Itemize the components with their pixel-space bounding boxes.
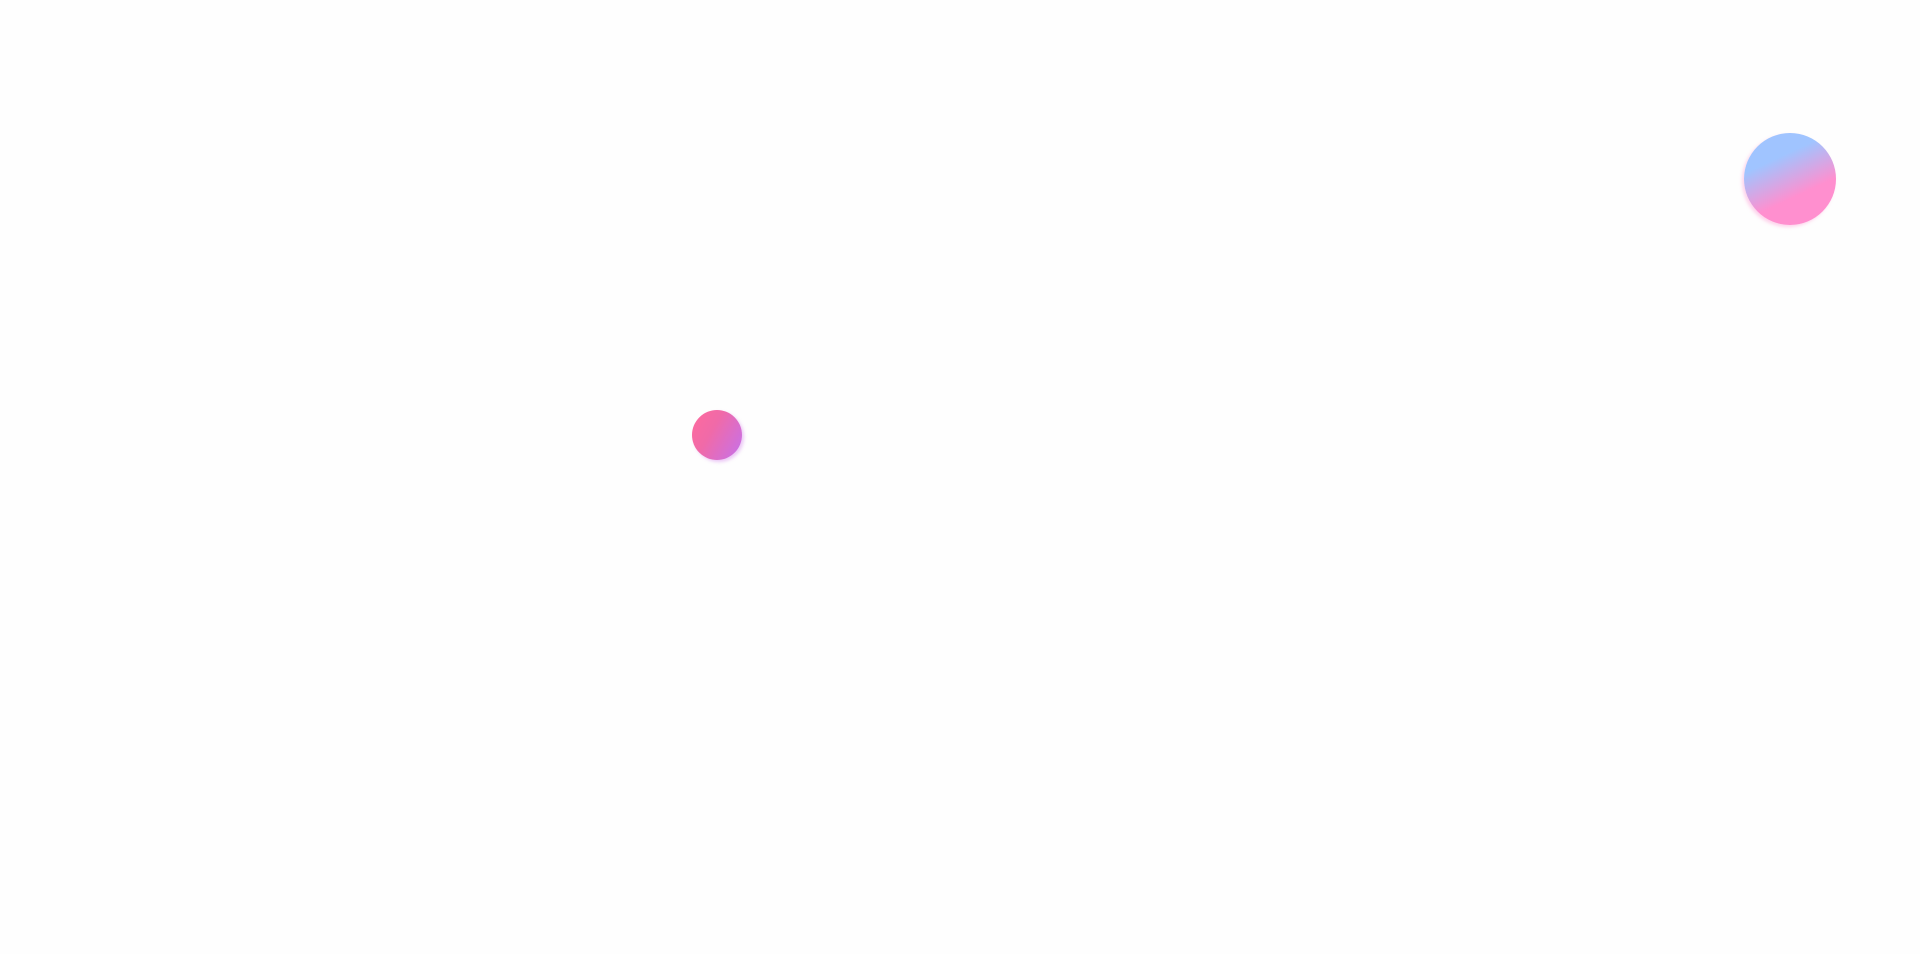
gradient-orb-small — [692, 410, 742, 460]
gradient-orb-large — [1744, 133, 1836, 225]
